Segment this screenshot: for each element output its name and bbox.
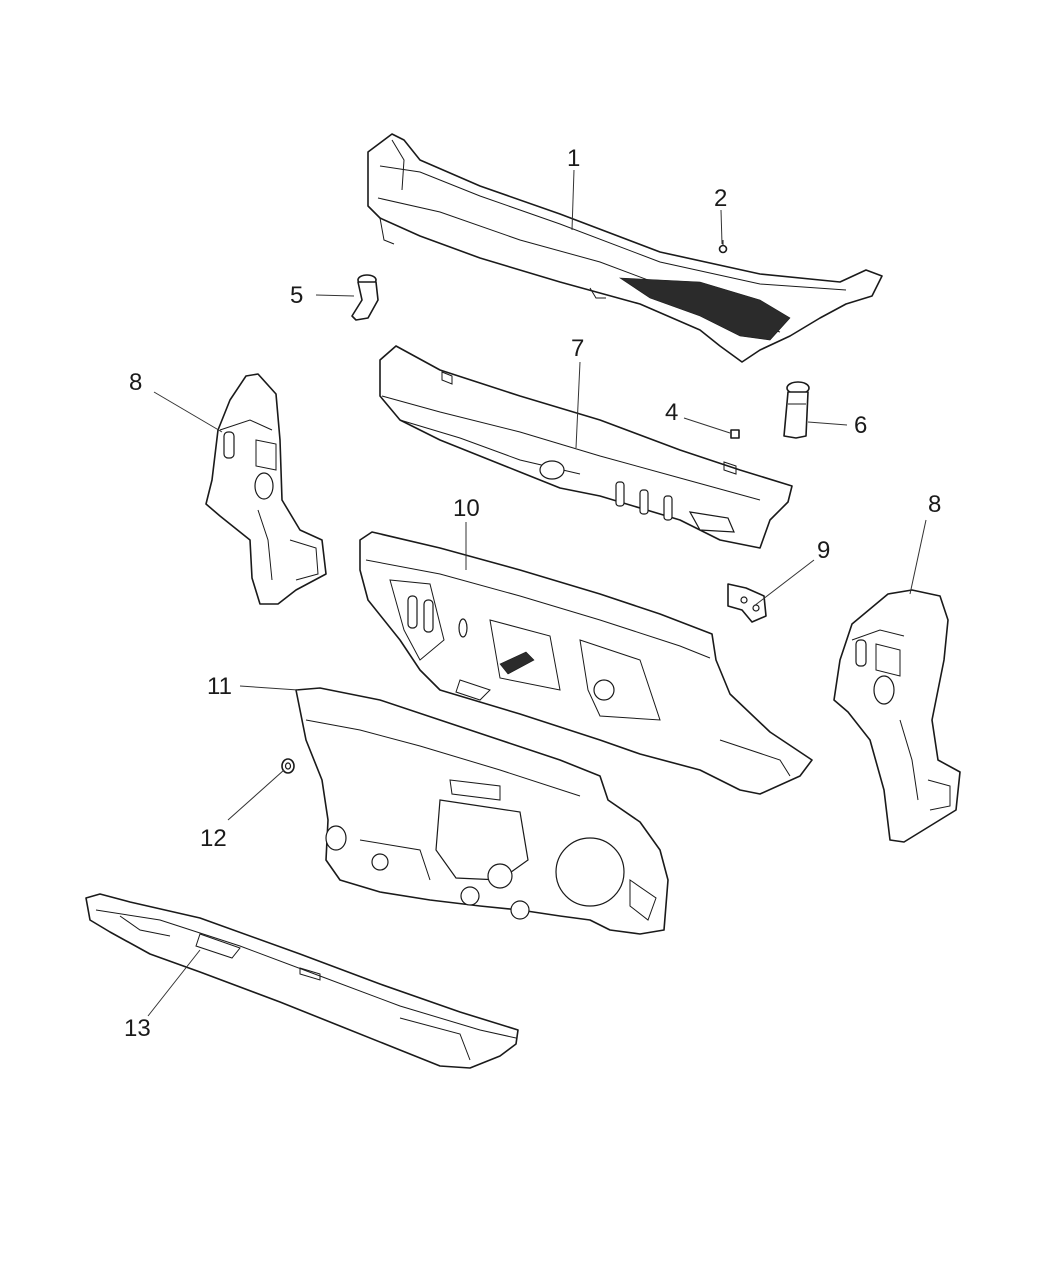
part-8-pillar-panel-left	[205, 373, 327, 605]
leader-13	[147, 949, 201, 1017]
part-10-dash-panel	[359, 531, 813, 795]
part-9-bracket	[727, 583, 767, 623]
leader-2	[720, 209, 723, 245]
callout-10: 10	[453, 495, 480, 522]
part-2-fastener	[718, 240, 728, 254]
part-13-cross-member	[85, 893, 519, 1069]
leader-12	[227, 769, 285, 821]
part-5-drain-tube	[351, 274, 379, 321]
callout-8-left: 8	[129, 369, 142, 396]
callout-4: 4	[665, 399, 678, 426]
callout-11: 11	[207, 673, 232, 700]
leader-6	[807, 421, 848, 426]
leader-1	[571, 169, 575, 231]
part-12-grommet	[281, 758, 295, 774]
part-11-dash-silencer	[295, 687, 669, 935]
callout-9: 9	[817, 537, 830, 564]
leader-8-left	[153, 391, 223, 433]
leader-lines	[147, 169, 927, 1017]
leader-7	[575, 361, 581, 449]
part-6-drain-tube	[783, 381, 810, 439]
part-4-clip	[730, 429, 740, 439]
leader-5	[315, 294, 355, 297]
callout-13: 13	[124, 1015, 151, 1042]
part-7-cowl-inner-panel	[379, 345, 793, 549]
part-1-cowl-top-panel	[367, 133, 883, 363]
callout-7: 7	[571, 335, 584, 362]
part-8-pillar-panel-right	[833, 589, 961, 843]
callout-12: 12	[200, 825, 227, 852]
leader-4	[683, 417, 731, 434]
leader-9	[753, 559, 815, 607]
callout-2: 2	[714, 185, 727, 212]
leader-11	[239, 685, 299, 691]
leader-8-right	[909, 519, 927, 595]
callout-8-right: 8	[928, 491, 941, 518]
callout-6: 6	[854, 412, 867, 439]
callout-labels: 1 2 4 5 6 7 8 8 9 10 11 12 13	[124, 145, 941, 1042]
callout-1: 1	[567, 145, 580, 172]
callout-5: 5	[290, 282, 303, 309]
